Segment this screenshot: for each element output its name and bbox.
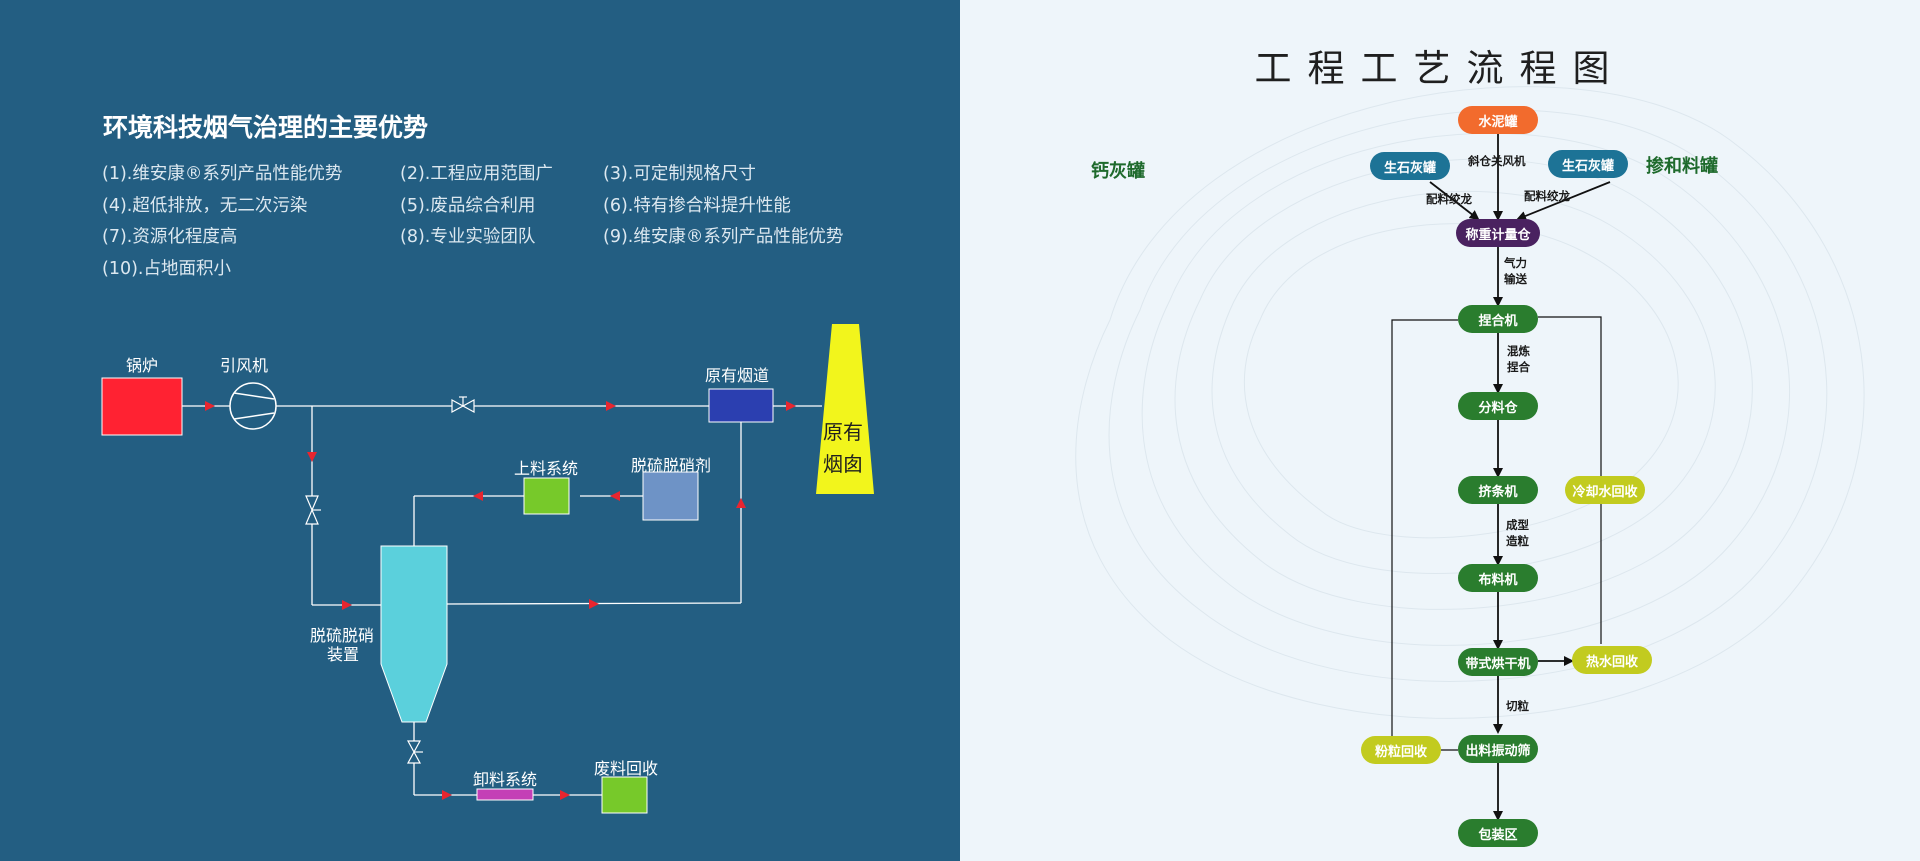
- advantage-item: (2).工程应用范围广: [400, 164, 553, 184]
- duct-label: 原有烟道: [705, 366, 770, 385]
- belt-dryer-node: 带式烘干机: [1458, 648, 1538, 676]
- quicklime-tank-node-right: 生石灰罐: [1548, 150, 1628, 178]
- edge-label-forming-2: 造粒: [1506, 534, 1529, 548]
- distribution-bin-node: 分料仓: [1458, 392, 1538, 420]
- left-panel: 环境科技烟气治理的主要优势 (1).维安康®系列产品性能优势 (2).工程应用范…: [0, 0, 960, 861]
- flowchart-title: 工程工艺流程图: [1254, 47, 1626, 90]
- agent-label: 脱硫脱硝剂: [631, 456, 712, 475]
- waste-box: [601, 776, 648, 814]
- packing-area-node: 包装区: [1458, 819, 1538, 847]
- boiler-label: 锅炉: [126, 356, 159, 375]
- extruder-node: 挤条机: [1458, 476, 1538, 504]
- edge-label-pneumatic-1: 气力: [1504, 256, 1527, 270]
- agent-box: [642, 471, 699, 521]
- cement-tank-node: 水泥罐: [1458, 106, 1538, 134]
- feeding-label: 上料系统: [514, 459, 579, 478]
- hot-water-recovery-node: 热水回收: [1572, 646, 1652, 674]
- advantage-item: (6).特有掺合料提升性能: [603, 196, 791, 216]
- edge-label-kneading-2: 捏合: [1507, 360, 1530, 374]
- right-panel: 工程工艺流程图 钙灰罐 掺和料罐 水泥罐 生石灰罐 生石灰罐: [960, 0, 1920, 861]
- device-label-line2: 装置: [327, 645, 360, 664]
- edge-label-screw-feeder: 斜仓关风机: [1468, 154, 1526, 168]
- advantage-item: (4).超低排放，无二次污染: [102, 196, 308, 216]
- feeding-box: [523, 477, 570, 515]
- advantage-item: (10).占地面积小: [102, 259, 231, 279]
- background-contour-pattern: [1075, 86, 1865, 719]
- chimney-label-line1: 原有: [823, 420, 863, 444]
- advantage-item: (3).可定制规格尺寸: [603, 164, 756, 184]
- edge-label-kneading-1: 混炼: [1507, 344, 1530, 358]
- chimney-label-line2: 烟囱: [823, 452, 863, 476]
- edge-label-cutting: 切粒: [1506, 699, 1529, 713]
- device-label-line1: 脱硫脱硝: [310, 626, 375, 645]
- duct-box: [708, 388, 774, 423]
- cooling-water-recovery-node: 冷却水回收: [1565, 476, 1645, 504]
- desulfurization-tower: [380, 545, 448, 723]
- flowchart-connectors: [1391, 134, 1611, 821]
- spreader-node: 布料机: [1458, 564, 1538, 592]
- advantages-title: 环境科技烟气治理的主要优势: [103, 113, 429, 142]
- fan-icon: [229, 382, 277, 430]
- advantage-item: (7).资源化程度高: [102, 227, 238, 247]
- admixture-tank-label: 掺和料罐: [1646, 156, 1718, 177]
- waste-label: 废料回收: [594, 759, 659, 778]
- weighing-bin-node: 称重计量仓: [1456, 219, 1540, 247]
- unload-label: 卸料系统: [473, 770, 538, 789]
- boiler-box: [101, 377, 183, 436]
- flue-gas-diagram: [101, 324, 874, 814]
- quicklime-tank-node-left: 生石灰罐: [1370, 152, 1450, 180]
- edge-label-mixing-left: 配料绞龙: [1426, 192, 1472, 206]
- advantage-item: (9).维安康®系列产品性能优势: [603, 227, 844, 247]
- kneader-node: 捏合机: [1458, 305, 1538, 333]
- fan-label: 引风机: [220, 356, 269, 375]
- edge-label-pneumatic-2: 输送: [1504, 272, 1527, 286]
- powder-recovery-node: 粉粒回收: [1361, 736, 1441, 764]
- edge-label-forming-1: 成型: [1506, 518, 1529, 532]
- chimney-shape: [816, 324, 874, 494]
- advantage-item: (5).废品综合利用: [400, 196, 536, 216]
- advantage-item: (8).专业实验团队: [400, 227, 536, 247]
- flow-arrow-icon: [205, 401, 796, 800]
- valve-icon: [305, 396, 475, 764]
- unload-box: [476, 788, 534, 801]
- calcium-tank-label: 钙灰罐: [1091, 161, 1145, 182]
- edge-label-mixing-right: 配料绞龙: [1524, 189, 1570, 203]
- advantage-item: (1).维安康®系列产品性能优势: [102, 164, 343, 184]
- vibrating-screen-node: 出料振动筛: [1458, 735, 1538, 763]
